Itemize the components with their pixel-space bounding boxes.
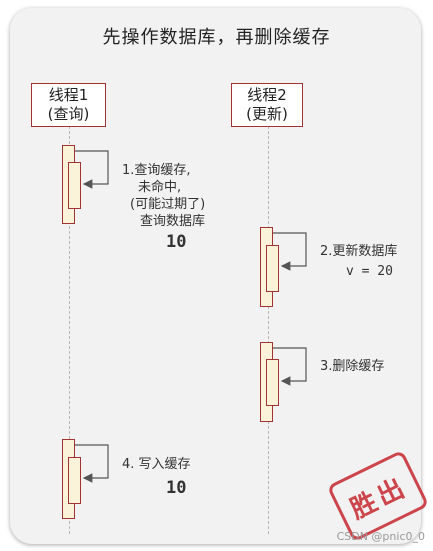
actor-thread1: 线程1 (查询) — [31, 83, 106, 127]
lifeline-thread2 — [268, 126, 269, 534]
step3-label: 3.删除缓存 — [320, 359, 385, 374]
activation-thread2-step3-inner — [266, 359, 279, 406]
step1-label: 1.查询缓存, 未命中, (可能过期了) 查询数据库 — [122, 162, 205, 230]
step2-line2: v = 20 — [346, 264, 393, 279]
activation-thread1-step1-inner — [68, 162, 81, 209]
step2-label: 2.更新数据库 v = 20 — [320, 243, 397, 280]
lifeline-thread1 — [69, 126, 70, 534]
step4-label: 4. 写入缓存 — [122, 457, 191, 472]
diagram-title: 先操作数据库，再删除缓存 — [102, 27, 331, 48]
actor-thread1-role: (查询) — [47, 105, 90, 123]
arrow-step2 — [273, 232, 307, 271]
arrow-step4 — [75, 444, 109, 483]
step1-line3: (可能过期了) — [130, 197, 206, 212]
step1-line1: 1.查询缓存, — [122, 163, 191, 178]
step1-line2: 未命中, — [138, 180, 182, 195]
activation-thread1-step4-inner — [68, 457, 81, 504]
activation-thread2-step2-inner — [266, 245, 279, 292]
step4-value: 10 — [166, 478, 187, 498]
step1-value: 10 — [166, 232, 187, 252]
step2-line1: 2.更新数据库 — [320, 244, 398, 259]
actor-thread2-role: (更新) — [246, 105, 288, 123]
arrow-step1 — [75, 150, 109, 189]
actor-thread2: 线程2 (更新) — [231, 83, 303, 127]
step1-line4: 查询数据库 — [140, 214, 206, 229]
actor-thread1-name: 线程1 — [48, 86, 89, 104]
arrow-step3 — [273, 347, 307, 386]
actor-thread2-name: 线程2 — [247, 86, 287, 104]
watermark: CSDN @pnic0_0 — [336, 530, 425, 543]
